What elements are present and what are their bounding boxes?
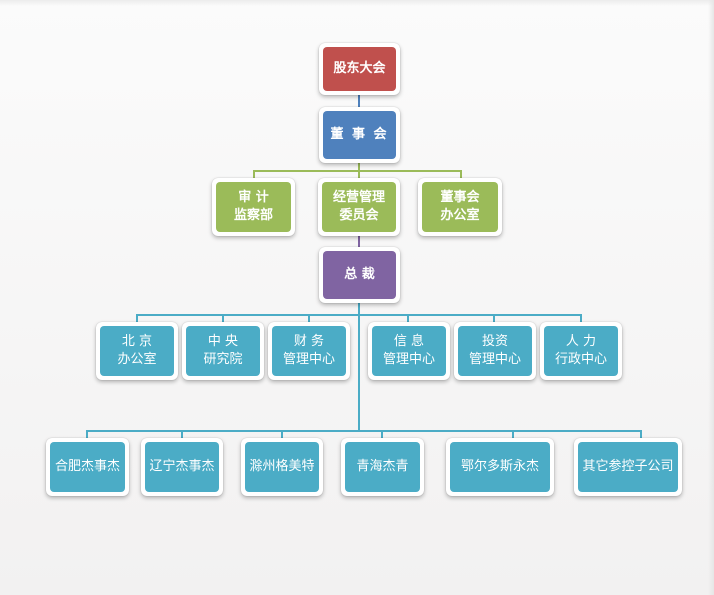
node-label: 股东大会: [323, 47, 396, 91]
connector-sub-drop-1: [86, 430, 88, 441]
node-sub-other[interactable]: 其它参控子公司: [574, 438, 682, 496]
node-sub-ordos[interactable]: 鄂尔多斯永杰: [446, 438, 554, 496]
connector-board-trunk: [358, 160, 360, 172]
node-label: 董 事 会: [323, 111, 396, 159]
node-dept-information[interactable]: 信 息 管理中心: [368, 322, 450, 380]
node-label: 信 息 管理中心: [372, 326, 446, 376]
connector-dept-drop-1: [136, 314, 138, 326]
node-label: 人 力 行政中心: [544, 326, 618, 376]
node-label: 合肥杰事杰: [50, 442, 125, 492]
connector-shareholders-board: [358, 92, 360, 112]
node-label: 财 务 管理中心: [272, 326, 346, 376]
node-dept-investment[interactable]: 投资 管理中心: [454, 322, 536, 380]
node-dept-beijing-office[interactable]: 北 京 办公室: [96, 322, 178, 380]
connector-dept-drop-5: [493, 314, 495, 326]
connector-committee-drop-1: [253, 170, 255, 182]
top-shadow: [0, 0, 714, 6]
node-label: 滁州格美特: [245, 442, 319, 492]
node-label: 北 京 办公室: [100, 326, 174, 376]
connector-committee-drop-3: [460, 170, 462, 182]
node-label: 董事会 办公室: [422, 182, 498, 232]
node-sub-chuzhou[interactable]: 滁州格美特: [241, 438, 323, 496]
node-shareholders-meeting[interactable]: 股东大会: [319, 43, 400, 95]
connector-committees-bar: [253, 170, 462, 172]
node-label: 投资 管理中心: [458, 326, 532, 376]
right-shadow: [708, 0, 714, 595]
node-audit-supervision[interactable]: 审 计 监察部: [212, 178, 295, 236]
connector-president-trunk: [358, 300, 360, 432]
node-sub-hefei[interactable]: 合肥杰事杰: [46, 438, 129, 496]
node-sub-qinghai[interactable]: 青海杰青: [341, 438, 424, 496]
node-label: 鄂尔多斯永杰: [450, 442, 550, 492]
node-sub-liaoning[interactable]: 辽宁杰事杰: [141, 438, 223, 496]
connector-committee-drop-2: [358, 170, 360, 182]
connector-dept-drop-4: [407, 314, 409, 326]
connector-subsidiaries-bar: [86, 430, 642, 432]
node-label: 总 裁: [323, 251, 396, 299]
node-label: 青海杰青: [345, 442, 420, 492]
connector-sub-drop-2: [181, 430, 183, 441]
connector-dept-drop-2: [222, 314, 224, 326]
node-president[interactable]: 总 裁: [319, 247, 400, 303]
node-dept-hr-admin[interactable]: 人 力 行政中心: [540, 322, 622, 380]
connector-sub-drop-3: [281, 430, 283, 441]
connector-sub-drop-5: [512, 430, 514, 441]
connector-sub-drop-4: [381, 430, 383, 441]
node-board-of-directors[interactable]: 董 事 会: [319, 107, 400, 163]
connector-departments-bar: [136, 314, 582, 316]
node-management-committee[interactable]: 经营管理 委员会: [318, 178, 400, 236]
connector-dept-drop-3: [308, 314, 310, 326]
connector-sub-drop-6: [640, 430, 642, 441]
connector-committee-president: [358, 233, 360, 251]
connector-dept-drop-6: [580, 314, 582, 326]
node-label: 中 央 研究院: [186, 326, 260, 376]
node-label: 其它参控子公司: [578, 442, 678, 492]
node-board-office[interactable]: 董事会 办公室: [418, 178, 502, 236]
node-label: 审 计 监察部: [216, 182, 291, 232]
node-label: 辽宁杰事杰: [145, 442, 219, 492]
node-dept-central-research[interactable]: 中 央 研究院: [182, 322, 264, 380]
node-label: 经营管理 委员会: [322, 182, 396, 232]
node-dept-finance[interactable]: 财 务 管理中心: [268, 322, 350, 380]
